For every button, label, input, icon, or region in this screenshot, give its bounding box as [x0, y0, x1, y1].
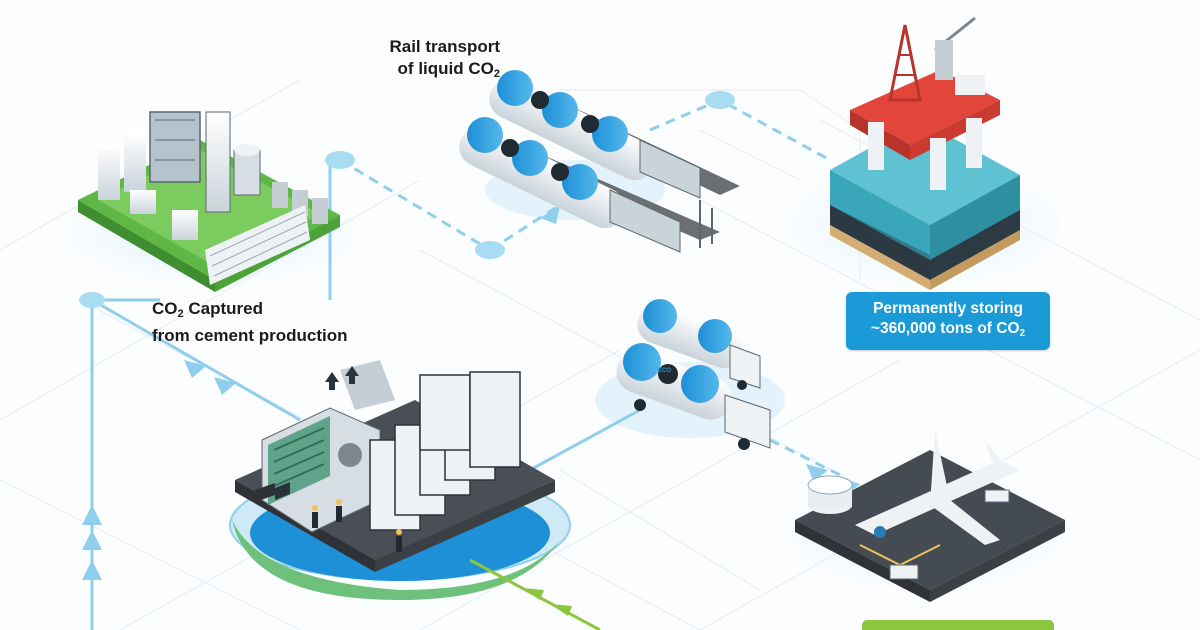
permanent-storage-line2: ~360,000 tons of CO2 — [846, 319, 1050, 344]
truck-to-airport-line — [769, 438, 841, 477]
liquefaction-to-truck-line — [529, 408, 641, 472]
co2-captured-rest: Captured — [183, 299, 263, 318]
offshore-rig-illustration — [830, 16, 1020, 290]
permanent-storage-badge: Permanently storing ~360,000 tons of CO2 — [846, 292, 1050, 350]
truck-eco-mark: ECO — [658, 368, 671, 374]
flow-arrows — [82, 205, 860, 580]
train-1 — [489, 70, 701, 199]
permanent-storage-subscript: 2 — [1019, 327, 1026, 339]
rail-transport-subscript: 2 — [493, 68, 500, 80]
co2-captured-line1: CO2 Captured — [152, 298, 412, 325]
rail-transport-line2-text: of liquid CO — [397, 59, 494, 78]
liquefaction-facility-illustration — [235, 360, 555, 572]
co2-captured-line2: from cement production — [152, 326, 348, 345]
permanent-storage-line1: Permanently storing — [873, 299, 1023, 317]
workers — [312, 499, 402, 552]
airport-illustration — [795, 430, 1065, 602]
flow-nodes — [79, 91, 735, 308]
green-label-tab — [862, 620, 1054, 630]
tanker-trucks-illustration: ECO — [616, 299, 771, 450]
permanent-storage-line2-text: ~360,000 tons of CO — [870, 319, 1020, 337]
cement-plant-illustration — [78, 111, 340, 292]
truck-1 — [637, 299, 761, 390]
capture-to-liquefaction-line — [91, 298, 301, 422]
plant-to-rail-line — [339, 158, 491, 252]
truck-2 — [616, 343, 771, 450]
rail-transport-line2: of liquid CO2 — [340, 58, 500, 85]
train-2 — [459, 117, 681, 253]
storage-racks — [369, 371, 521, 531]
co2-captured-label: CO2 Captured from cement production — [152, 298, 412, 346]
co2-captured-subscript: 2 — [177, 308, 184, 320]
intake-arrows — [325, 366, 359, 390]
rail-to-rig-line — [649, 98, 831, 162]
rail-train-illustration — [459, 70, 740, 253]
rail-transport-label: Rail transport of liquid CO2 — [340, 36, 500, 85]
co2-captured-prefix: CO — [152, 299, 178, 318]
green-flow-arrows — [522, 588, 572, 616]
rail-transport-line1: Rail transport — [389, 37, 500, 56]
